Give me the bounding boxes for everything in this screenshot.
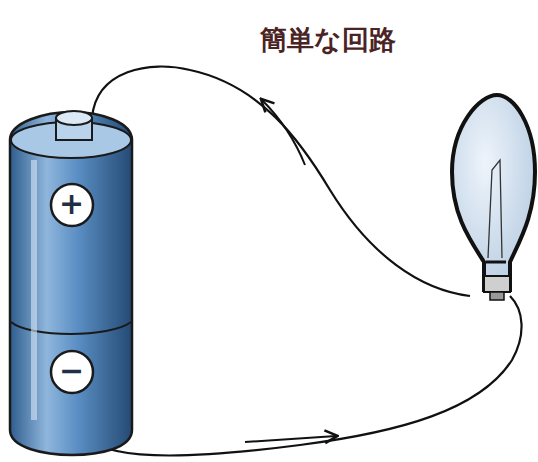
wire	[92, 66, 470, 296]
wire	[90, 296, 522, 455]
battery	[10, 111, 132, 455]
light-bulb	[452, 95, 535, 300]
current-arrow	[262, 100, 305, 165]
diagram-title: 簡単な回路	[260, 22, 396, 58]
terminal-sign: −	[59, 356, 84, 386]
terminal-sign: +	[59, 189, 84, 219]
current-arrow	[245, 436, 336, 442]
